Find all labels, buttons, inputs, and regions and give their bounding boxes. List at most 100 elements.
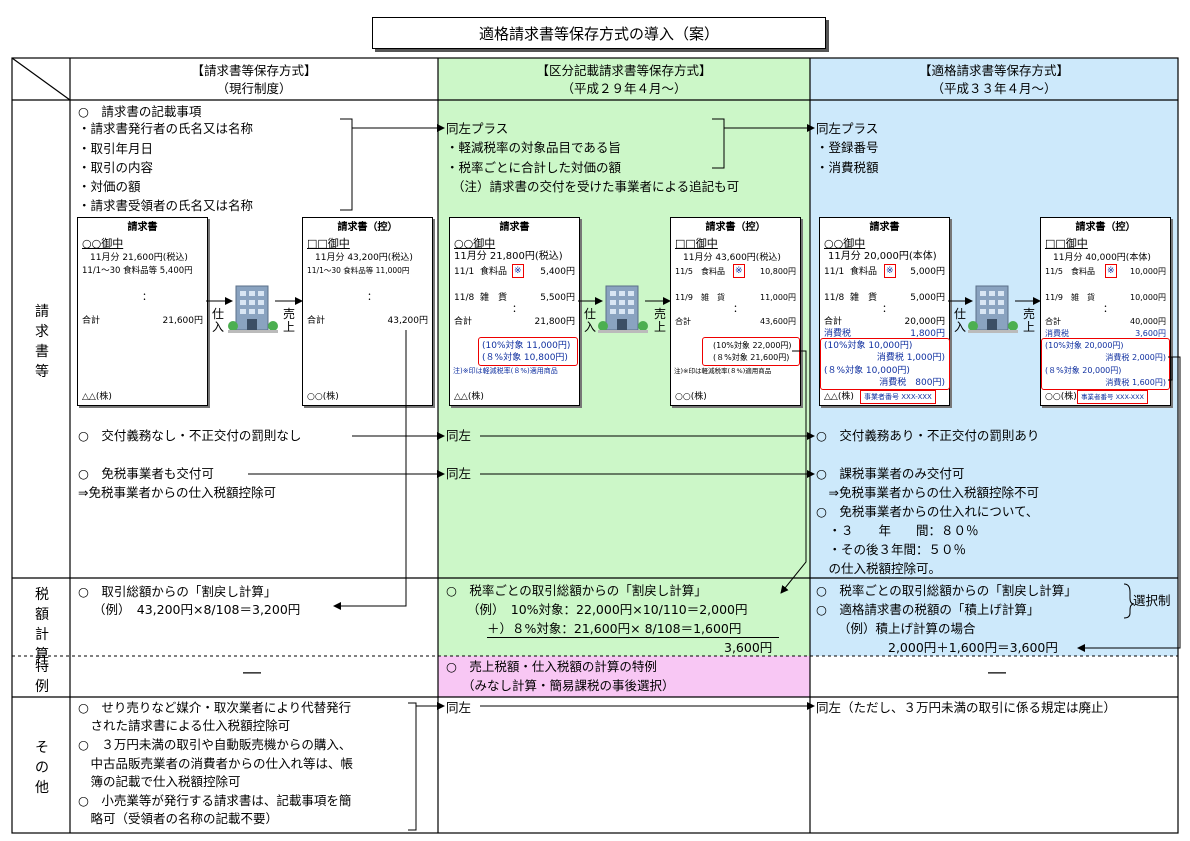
doc-f-dots: ： (1103, 304, 1113, 315)
col1-other-0: ○ せり売りなど媒介・取次業者により代替発行 (78, 700, 352, 715)
doc-d-redbox (702, 337, 800, 366)
col1-item-1: ・取引年月日 (78, 141, 154, 156)
doc-c-from: △△(株) (454, 392, 484, 402)
doc-f-r2-value: 10,000円 (1130, 293, 1166, 302)
doc-c-r1-value: 5,400円 (540, 267, 575, 277)
doc-b-title: 請求書（控） (337, 222, 398, 233)
doc-b-total-value: 43,200円 (387, 316, 429, 326)
col1-item-0: ・請求書発行者の氏名又は名称 (78, 121, 254, 136)
flow-sell-e: 売 上 (1023, 307, 1036, 334)
doc-c-r1-name: 食料品 (480, 267, 508, 277)
invoice-doc-c: 請求書 ○○御中 11月分 21,800円(税込) 11/1 食料品 ※ 5,4… (449, 217, 580, 406)
doc-e-reg: 事業者番号 XXX-XXX (860, 390, 936, 404)
col2-other: 同左 (446, 700, 472, 715)
col3-choice: 選択制 (1133, 593, 1171, 608)
doc-c-r2-name: 雑 貨 (480, 293, 508, 303)
doc-c-r2-date: 11/8 (454, 293, 475, 303)
col3-item-1: ・消費税額 (816, 160, 879, 175)
doc-f-title: 請求書（控） (1075, 222, 1136, 233)
col2-item-0: ・軽減税率の対象品目である旨 (446, 140, 621, 155)
col1-other-6: 略可（受領者の名称の記載不要） (78, 811, 279, 826)
col1-other-5: ○ 小売業等が発行する請求書は、記載事項を簡 (78, 793, 352, 808)
doc-e-r1-date: 11/1 (824, 267, 845, 277)
doc-f-line1: 11月分 40,000円(本体) (1053, 253, 1151, 263)
doc-d-r2-name: 雑 貨 (701, 293, 725, 302)
doc-c-mark: ※ (512, 264, 524, 278)
flow-buy-e: 仕 入 (954, 307, 967, 334)
doc-f-total-label: 合計 (1045, 317, 1061, 326)
doc-b-total-label: 合計 (307, 316, 326, 326)
doc-d-line1: 11月分 43,600円(税込) (683, 253, 781, 263)
doc-b-line1: 11月分 43,200円(税込) (315, 253, 413, 263)
col1-exempt-1: ○ 免税事業者も交付可 (78, 466, 214, 481)
doc-d-dots: ： (733, 304, 743, 315)
flow-buy-c: 仕 入 (584, 307, 597, 334)
col2-header: 【区分記載請求書等保存方式】 （平成２９年４月～） (438, 62, 810, 98)
col1-item-2: ・取引の内容 (78, 160, 154, 175)
col3-tax-3: （例）積上げ計算の場合 (838, 621, 976, 636)
col1-items-head: ○ 請求書の記載事項 (78, 104, 202, 119)
doc-f-from: ○○(株) (1045, 392, 1077, 402)
flow-buy-a: 仕 入 (212, 307, 225, 334)
doc-e-from: △△(株) (824, 392, 854, 402)
page-title: 適格請求書等保存方式の導入（案） (372, 17, 826, 49)
doc-a-total-value: 21,600円 (162, 316, 204, 326)
doc-a-total-label: 合計 (82, 316, 101, 326)
col1-header-sub: （現行制度） (216, 81, 292, 96)
col1-tax-2: （例） 43,200円×8/108＝3,200円 (93, 602, 301, 617)
col3-header-sub: （平成３３年４月～） (931, 81, 1057, 96)
doc-e-tax-label: 消費税 (824, 329, 852, 339)
doc-d-title: 請求書（控） (705, 222, 766, 233)
row-label-tax: 税 額 計 算 (35, 587, 49, 663)
doc-e-line1: 11月分 20,000円(本体) (828, 251, 937, 262)
doc-f-r2-name: 雑 貨 (1071, 293, 1095, 302)
doc-b-to: □□御中 (307, 237, 350, 250)
doc-f-redbox (1041, 338, 1170, 390)
col2-tax-4: 3,600円 (724, 640, 773, 655)
col1-item-4: ・請求書受領者の氏名又は名称 (78, 198, 254, 213)
doc-e-sub1-tax: 消費税 1,000円) (876, 353, 945, 363)
doc-e-tax-value: 1,800円 (910, 329, 945, 339)
col1-header: 【請求書等保存方式】 （現行制度） (70, 62, 438, 98)
col1-item-3: ・対価の額 (78, 179, 141, 194)
doc-d-total-value: 43,600円 (760, 317, 796, 326)
doc-c-sub1: (10%対象 11,000円) (482, 341, 571, 351)
row-label-invoice: 請 求 書 等 (35, 304, 49, 380)
doc-e-sub1: (10%対象 10,000円) (824, 341, 913, 351)
special-pink-bg (438, 656, 810, 697)
doc-f-total-value: 40,000円 (1130, 317, 1166, 326)
col3-header-name: 【適格請求書等保存方式】 (918, 63, 1069, 78)
doc-a-title: 請求書 (127, 222, 158, 233)
doc-e-dots: ： (882, 304, 892, 315)
doc-e-mark: ※ (884, 264, 896, 278)
col3-duty: ○ 交付義務あり・不正交付の罰則あり (816, 428, 1040, 443)
building-icon (968, 285, 1018, 333)
doc-e-total-value: 20,000円 (904, 317, 946, 327)
col1-other-1: された請求書による仕入税額控除可 (78, 718, 291, 733)
col3-exempt-2: ○ 免税事業者からの仕入れについて、 (816, 504, 1039, 519)
col3-special: ― (988, 662, 1006, 683)
col3-other: 同左（ただし、３万円未満の取引に係る規定は廃止） (816, 700, 1117, 715)
doc-c-total-label: 合計 (454, 317, 473, 327)
doc-e-r1-value: 5,000円 (910, 267, 945, 277)
doc-e-redbox (820, 338, 950, 390)
col1-other-3: 中古品販売業者の消費者からの仕入れ等は、帳 (78, 756, 354, 771)
col2-item-1: ・税率ごとに合計した対価の額 (446, 160, 622, 175)
col3-exempt-0: ○ 課税事業者のみ交付可 (816, 466, 965, 481)
doc-f-r1-name: 食料品 (1071, 267, 1095, 276)
doc-f-r2-date: 11/9 (1045, 293, 1063, 302)
doc-d-to: □□御中 (675, 237, 718, 250)
col1-other-2: ○ ３万円未満の取引や自動販売機からの購入、 (78, 737, 352, 752)
doc-e-r2-name: 雑 貨 (850, 293, 878, 303)
doc-f-to: □□御中 (1045, 237, 1088, 250)
doc-e-r1-name: 食料品 (850, 267, 878, 277)
col2-duty: 同左 (446, 428, 472, 443)
col2-tax-1: ○ 税率ごとの取引総額からの「割戻し計算」 (446, 583, 707, 598)
doc-c-r1-date: 11/1 (454, 267, 475, 277)
doc-e-sub2-tax: 消費税 800円) (879, 378, 945, 388)
doc-c-dots: ： (512, 304, 522, 315)
doc-d-total-label: 合計 (675, 317, 691, 326)
doc-d-sub2: (８%対象 21,600円) (713, 353, 790, 362)
row-label-other: そ の 他 (35, 740, 49, 796)
doc-c-redbox (478, 337, 578, 366)
